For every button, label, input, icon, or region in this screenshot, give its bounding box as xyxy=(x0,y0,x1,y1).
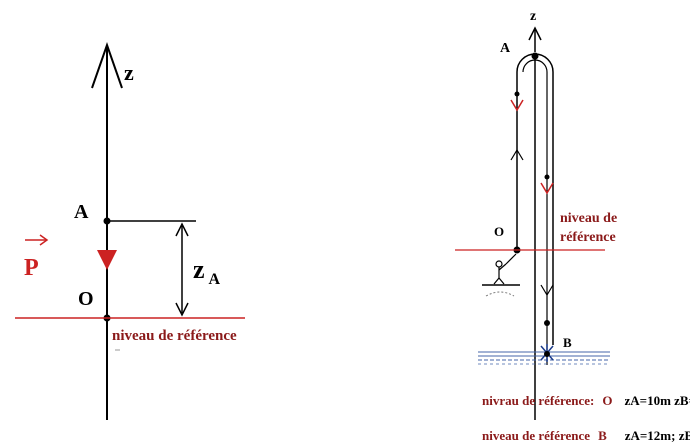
right-path-dot xyxy=(544,174,550,180)
down-arrow-left-icon xyxy=(510,99,524,112)
left-path-dot xyxy=(514,91,520,97)
caption-1-label: nivrau de référence: xyxy=(482,393,594,408)
caption-1: nivrau de référence: O zA=10m zB=-2m xyxy=(482,392,690,409)
right-point-A-label: A xyxy=(500,41,511,56)
force-vector-arrowhead-icon xyxy=(39,234,49,246)
right-point-B-dot xyxy=(544,351,550,357)
height-arrow-top-icon xyxy=(175,222,189,237)
diver-figure-icon xyxy=(493,253,517,285)
caption-1-point: O xyxy=(602,393,612,408)
left-z-label: z xyxy=(124,60,134,85)
caption-1-values: zA=10m zB=-2m xyxy=(625,393,690,408)
right-z-arrowhead xyxy=(528,26,542,41)
weight-arrowhead-icon xyxy=(97,250,117,270)
caption-2: niveau de référence B zA=12m; zB=0 xyxy=(482,427,690,444)
height-z-subscript: A xyxy=(209,271,221,288)
right-diagram: z A O niveau de référence xyxy=(455,9,690,444)
right-point-O-label: O xyxy=(494,224,504,239)
platform-support xyxy=(485,291,515,297)
right-lower-dot xyxy=(544,320,550,326)
caption-2-point: B xyxy=(598,428,607,443)
caption-2-label: niveau de référence xyxy=(482,428,590,443)
down-arrow-right-icon xyxy=(540,182,554,195)
left-point-A-label: A xyxy=(74,201,89,223)
down-arrow-lower-icon xyxy=(540,284,554,297)
trajectory-inner xyxy=(522,59,548,365)
height-z-main: z xyxy=(193,255,205,284)
up-arrow-left-icon xyxy=(510,148,524,161)
right-point-B-label: B xyxy=(563,335,572,350)
water-surface xyxy=(478,351,610,365)
left-point-O-label: O xyxy=(78,288,94,310)
left-z-arrowhead xyxy=(91,41,123,89)
right-point-A-dot xyxy=(531,52,539,60)
right-z-label: z xyxy=(530,9,536,24)
caption-2-values: zA=12m; zB=0 xyxy=(625,428,690,443)
force-P-label: P xyxy=(24,255,39,281)
right-reference-label-line1: niveau de xyxy=(560,211,617,226)
right-reference-label-line2: référence xyxy=(560,230,616,245)
left-reference-label: niveau de référence xyxy=(112,328,237,344)
height-arrow-bottom-icon xyxy=(175,302,189,317)
